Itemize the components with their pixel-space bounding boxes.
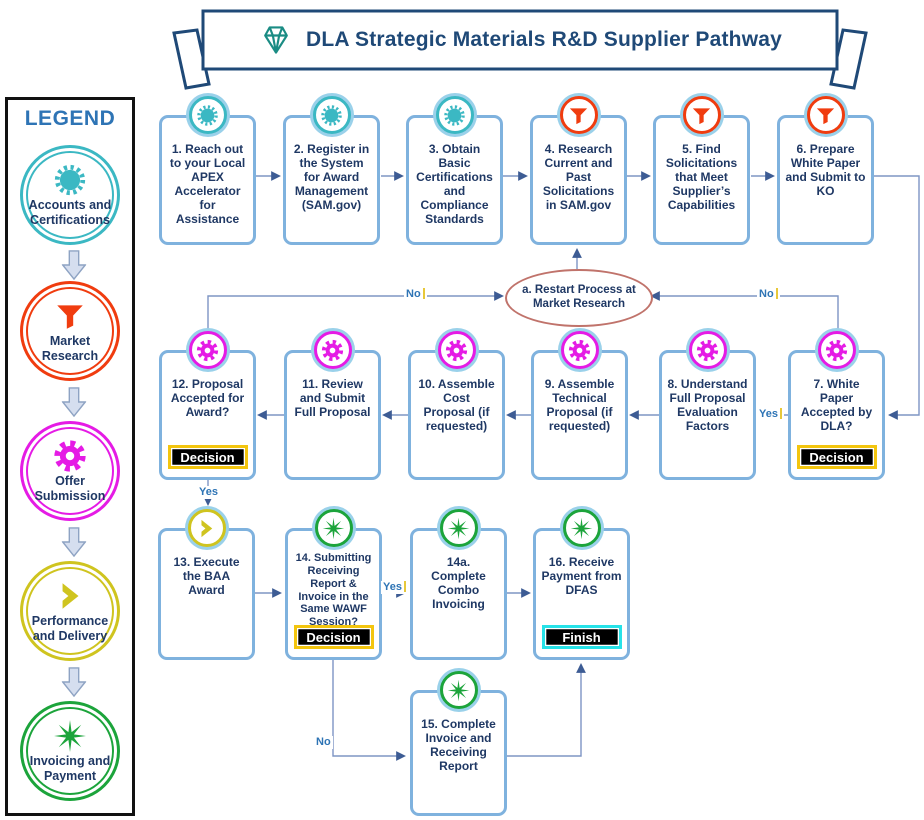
- burst-icon: [312, 96, 351, 134]
- banner-ribbon: [172, 9, 868, 90]
- decision-badge: Decision: [293, 625, 374, 649]
- edge-label-yes: Yes: [197, 486, 220, 499]
- decision-badge: Decision: [167, 445, 248, 469]
- node-2-register-sam: 2. Register in the System for Award Mana…: [283, 96, 380, 245]
- funnel-icon: [682, 96, 721, 134]
- node-9-technical-proposal: 9. Assemble Technical Proposal (if reque…: [531, 331, 628, 480]
- legend-item-market-research: Market Research: [20, 281, 120, 381]
- legend-item-offer-submission: Offer Submission: [20, 421, 120, 521]
- edge-label-no: No: [404, 288, 427, 301]
- node-15-invoice-receiving-report: 15. Complete Invoice and Receiving Repor…: [410, 671, 507, 816]
- gear-icon: [188, 331, 227, 369]
- title-banner: DLA Strategic Materials R&D Supplier Pat…: [160, 4, 874, 96]
- gear-icon: [688, 331, 727, 369]
- edge-label-no: No: [757, 288, 780, 301]
- chevron-icon: [187, 509, 226, 547]
- restart-label: a. Restart Process at Market Research: [522, 284, 636, 310]
- star-icon: [439, 509, 478, 547]
- decision-badge: Decision: [796, 445, 877, 469]
- star-icon: [314, 509, 353, 547]
- star-icon: [439, 671, 478, 709]
- legend-item-label: Invoicing and Payment: [29, 754, 111, 783]
- legend-item-accounts: Accounts and Certifications: [20, 145, 120, 245]
- node-11-submit-full-proposal: 11. Review and Submit Full Proposal: [284, 331, 381, 480]
- node-1-apex-accelerator: 1. Reach out to your Local APEX Accelera…: [159, 96, 256, 245]
- gear-icon: [437, 331, 476, 369]
- edge-label-yes: Yes: [757, 408, 784, 421]
- legend-item-label: Accounts and Certifications: [28, 198, 112, 227]
- funnel-icon: [559, 96, 598, 134]
- node-13-execute-baa-award: 13. Execute the BAA Award: [158, 509, 255, 660]
- node-8-evaluation-factors: 8. Understand Full Proposal Evaluation F…: [659, 331, 756, 480]
- legend-item-label: Market Research: [41, 334, 99, 363]
- gear-icon: [560, 331, 599, 369]
- legend-item-label: Performance and Delivery: [31, 614, 109, 643]
- node-4-research-solicitations: 4. Research Current and Past Solicitatio…: [530, 96, 627, 245]
- edge-label-no: No: [314, 736, 333, 749]
- legend-heading: LEGEND: [24, 107, 116, 130]
- node-16-receive-payment: 16. Receive Payment from DFAS Finish: [533, 509, 630, 660]
- restart-process-ellipse: a. Restart Process at Market Research: [505, 269, 653, 327]
- node-3-certifications: 3. Obtain Basic Certifications and Compl…: [406, 96, 503, 245]
- legend-item-label: Offer Submission: [34, 474, 106, 503]
- star-icon: [562, 509, 601, 547]
- node-12-proposal-accepted: 12. Proposal Accepted for Award? Decisio…: [159, 331, 256, 480]
- legend-panel: LEGEND Accounts and Certifications Marke…: [5, 97, 135, 816]
- node-10-cost-proposal: 10. Assemble Cost Proposal (if requested…: [408, 331, 505, 480]
- legend-item-performance: Performance and Delivery: [20, 561, 120, 661]
- burst-icon: [188, 96, 227, 134]
- burst-icon: [435, 96, 474, 134]
- edge-label-yes: Yes: [381, 581, 408, 594]
- page-title: DLA Strategic Materials R&D Supplier Pat…: [306, 28, 782, 51]
- gear-icon: [313, 331, 352, 369]
- legend-item-invoicing: Invoicing and Payment: [20, 701, 120, 801]
- node-14-wawf-session: 14. Submitting Receiving Report & Invoic…: [285, 509, 382, 660]
- node-14a-combo-invoicing: 14a. Complete Combo Invoicing: [410, 509, 507, 660]
- node-7-white-paper-accepted: 7. White Paper Accepted by DLA? Decision: [788, 331, 885, 480]
- node-6-prepare-white-paper: 6. Prepare White Paper and Submit to KO: [777, 96, 874, 245]
- funnel-icon: [806, 96, 845, 134]
- gear-icon: [817, 331, 856, 369]
- node-5-find-solicitations: 5. Find Solicitations that Meet Supplier…: [653, 96, 750, 245]
- finish-badge: Finish: [541, 625, 622, 649]
